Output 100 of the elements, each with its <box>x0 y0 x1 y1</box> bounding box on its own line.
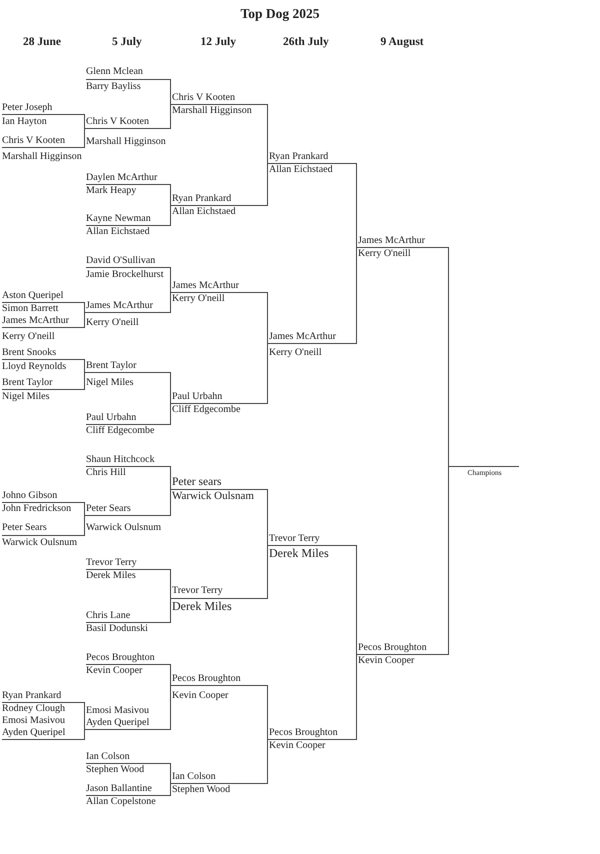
player-name: Simon Barrett <box>2 303 58 315</box>
bracket-line <box>264 292 270 344</box>
bracket-line <box>264 739 270 784</box>
bracket-line <box>264 489 270 546</box>
player-name: Pecos Broughton <box>172 673 241 685</box>
player-name: James McArthur <box>2 315 69 327</box>
bracket-line <box>168 763 172 784</box>
bracket-line <box>354 163 358 248</box>
player-name: Marshall Higginson <box>172 105 252 117</box>
player-name: Kayne Newman <box>86 213 151 225</box>
player-name: Allan Copelstone <box>86 796 156 808</box>
player-name: Paul Urbahn <box>172 391 222 403</box>
player-name: Chris V Kooten <box>172 92 235 104</box>
player-name: Brent Taylor <box>86 360 136 372</box>
bracket-line <box>354 545 358 655</box>
bracket-line <box>82 515 86 536</box>
player-name: Warwick Oulsnum <box>2 537 78 549</box>
bracket-line <box>82 502 86 516</box>
player-name: Emosi Masivou <box>2 715 66 727</box>
bracket-line <box>168 184 172 206</box>
player-name: Ryan Prankard <box>2 690 62 702</box>
player-name: Kerry O'neill <box>269 347 322 359</box>
player-name: Brent Snooks <box>2 347 56 359</box>
player-name: James McArthur <box>269 331 336 343</box>
player-name: Derek Miles <box>172 599 232 613</box>
player-name: Peter Joseph <box>2 102 52 114</box>
player-name: Ian Colson <box>172 771 216 783</box>
player-name: Trevor Terry <box>269 533 320 545</box>
bracket-line <box>168 205 172 226</box>
bracket-line <box>168 403 172 425</box>
diagram-title: Top Dog 2025 <box>240 6 320 22</box>
player-name: Aston Queripel <box>2 290 64 302</box>
column-heading: 28 June <box>23 35 62 49</box>
player-name: Nigel Miles <box>2 391 50 403</box>
player-name: Pecos Broughton <box>269 727 338 739</box>
bracket-line <box>264 163 270 206</box>
bracket-line <box>82 359 86 373</box>
player-name: Derek Miles <box>269 546 329 560</box>
player-name: Mark Heapy <box>86 185 136 197</box>
player-name: Nigel Miles <box>86 377 134 389</box>
player-name: Johno Gibson <box>2 490 58 502</box>
bracket-line <box>168 783 172 796</box>
player-name: Marshall Higginson <box>2 151 82 163</box>
player-name: Rodney Clough <box>2 703 66 715</box>
bracket-slot <box>86 705 168 730</box>
column-heading: 5 July <box>112 35 142 49</box>
player-name: Basil Dodunski <box>86 623 148 635</box>
player-name: John Fredrickson <box>2 503 72 515</box>
column-heading: 12 July <box>200 35 236 49</box>
player-name: Ryan Prankard <box>269 151 328 163</box>
bracket-line <box>168 569 172 599</box>
player-name: Ian Colson <box>86 751 130 763</box>
bracket-line <box>168 466 172 490</box>
bracket-line <box>168 372 172 404</box>
player-name: Barry Bayliss <box>86 81 141 93</box>
bracket-line <box>168 292 172 313</box>
player-name: Ryan Prankard <box>172 193 232 205</box>
player-name: Chris Hill <box>86 467 126 479</box>
player-name: Jamie Brockelhurst <box>86 269 164 281</box>
player-name: Chris V Kooten <box>86 116 149 128</box>
player-name: Kevin Cooper <box>269 740 326 752</box>
bracket-line <box>264 343 270 404</box>
player-name: Ian Hayton <box>2 116 47 128</box>
bracket-line <box>446 466 450 655</box>
bracket-line <box>82 312 86 328</box>
bracket-line <box>264 104 270 164</box>
player-name: James McArthur <box>358 235 425 247</box>
player-name: Kevin Cooper <box>86 665 142 677</box>
player-name: Allan Eichstaed <box>172 206 236 218</box>
player-name: Peter Sears <box>86 503 131 515</box>
bracket-line <box>168 685 172 730</box>
player-name: Cliff Edgecombe <box>172 404 240 416</box>
player-name: Kerry O'neill <box>172 293 225 305</box>
player-name: Peter sears <box>172 475 222 489</box>
player-name: Stephen Wood <box>86 764 144 776</box>
player-name: Jason Ballantine <box>86 783 152 795</box>
player-name: Kerry O'neill <box>2 331 55 343</box>
player-name: Pecos Broughton <box>358 642 427 654</box>
bracket-line <box>168 104 172 129</box>
player-name: Brent Taylor <box>2 377 52 389</box>
player-name: Warwick Oulsnum <box>86 522 162 534</box>
bracket-line <box>168 664 172 686</box>
bracket-line <box>354 654 358 740</box>
player-name: Marshall Higginson <box>86 136 166 148</box>
player-name: Trevor Terry <box>172 585 223 597</box>
player-name: Glenn Mclean <box>86 66 143 78</box>
player-name: Warwick Oulsnam <box>172 490 254 503</box>
player-name: Cliff Edgecombe <box>86 425 154 437</box>
player-name: Paul Urbahn <box>86 412 136 424</box>
bracket-line <box>82 372 86 390</box>
bracket-line <box>82 302 86 313</box>
bracket-line <box>168 267 172 293</box>
bracket-line <box>82 128 86 148</box>
player-name: David O'Sullivan <box>86 255 156 267</box>
player-name: Chris Lane <box>86 610 130 622</box>
player-name: James McArthur <box>86 300 153 312</box>
bracket-line <box>354 247 358 344</box>
bracket-line <box>82 702 86 730</box>
player-name: Peter Sears <box>2 522 47 534</box>
player-name: Derek Miles <box>86 570 136 582</box>
